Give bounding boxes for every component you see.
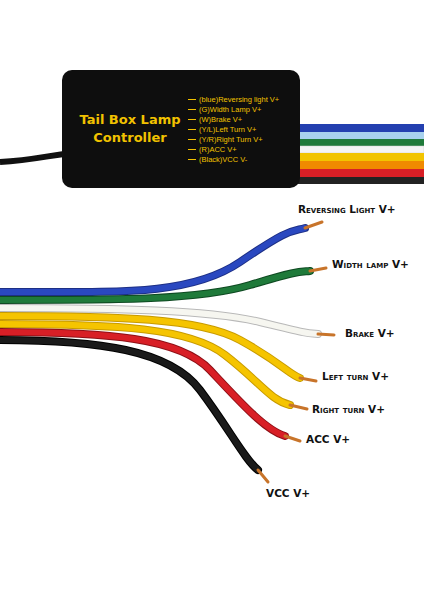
wire — [280, 169, 424, 177]
wire-label: Reversing Light V+ — [298, 203, 396, 215]
wire-outline — [0, 340, 258, 470]
wire — [0, 332, 285, 436]
leader-dash — [188, 119, 196, 120]
pin-label: (W)Brake V+ — [199, 115, 242, 124]
wire-label: Left turn V+ — [322, 370, 389, 382]
leader-dash — [188, 139, 196, 140]
leader-dash — [188, 159, 196, 160]
leader-dash — [188, 109, 196, 110]
pin-row: (blue)Reversing light V+ — [188, 94, 279, 104]
wire — [280, 139, 424, 146]
wire — [280, 153, 424, 161]
wire-outline — [0, 271, 310, 300]
wire — [280, 146, 424, 153]
leader-dash — [188, 129, 196, 130]
wire — [280, 161, 424, 169]
pin-label: (Black)VCC V- — [199, 155, 247, 164]
pin-label: (Y/L)Left Turn V+ — [199, 125, 256, 134]
wire-label: Brake V+ — [345, 327, 395, 339]
device-title: Tail Box Lamp Controller — [78, 111, 182, 146]
pin-label: (Y/R)Right Turn V+ — [199, 135, 263, 144]
pin-label: (G)Width Lamp V+ — [199, 105, 261, 114]
leader-dash — [188, 149, 196, 150]
pin-label: (R)ACC V+ — [199, 145, 237, 154]
copper-tip — [258, 470, 268, 482]
wire — [280, 132, 424, 139]
wire-fan — [0, 222, 334, 482]
leader-dash — [188, 99, 196, 100]
pin-row: (Y/R)Right Turn V+ — [188, 134, 279, 144]
wire-label: Width lamp V+ — [332, 258, 409, 270]
wire-label: ACC V+ — [306, 433, 350, 445]
pin-row: (Black)VCC V- — [188, 154, 279, 164]
wire-outline — [0, 332, 285, 436]
pin-list: (blue)Reversing light V+(G)Width Lamp V+… — [188, 94, 279, 164]
wire-label: Right turn V+ — [312, 403, 385, 415]
controller-box: Tail Box Lamp Controller(blue)Reversing … — [62, 70, 300, 188]
copper-tip — [318, 334, 334, 335]
copper-tip — [290, 405, 307, 409]
wire — [280, 124, 424, 132]
copper-tip — [285, 436, 300, 441]
controller-wires — [280, 124, 424, 184]
pin-row: (W)Brake V+ — [188, 114, 279, 124]
pin-row: (R)ACC V+ — [188, 144, 279, 154]
pin-row: (Y/L)Left Turn V+ — [188, 124, 279, 134]
pin-label: (blue)Reversing light V+ — [199, 95, 279, 104]
copper-tip — [300, 378, 316, 381]
wire — [280, 177, 424, 184]
copper-tip — [305, 222, 322, 228]
pin-row: (G)Width Lamp V+ — [188, 104, 279, 114]
wire-label: VCC V+ — [266, 487, 310, 499]
wire — [0, 340, 258, 470]
copper-tip — [310, 268, 326, 271]
wire — [0, 271, 310, 300]
